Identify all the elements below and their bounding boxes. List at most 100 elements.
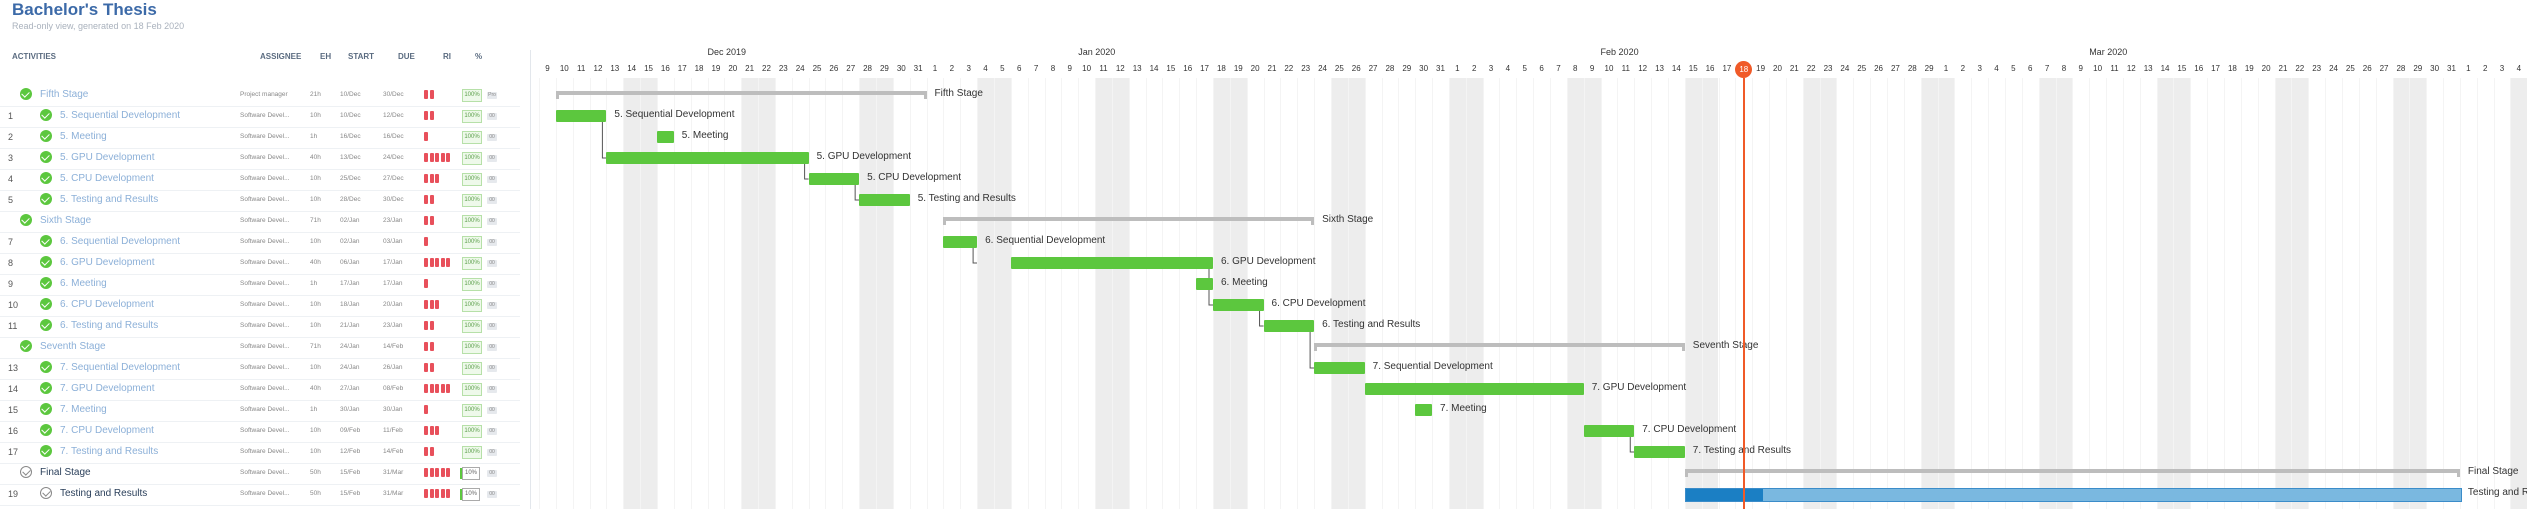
check-circle-icon[interactable] [20,466,32,478]
check-circle-icon[interactable] [40,109,52,121]
summary-bar[interactable] [1314,343,1685,351]
activity-name[interactable]: Testing and Results [60,488,148,499]
task-bar[interactable] [943,236,978,248]
activity-name[interactable]: 6. GPU Development [60,257,155,268]
check-circle-icon[interactable] [40,424,52,436]
activity-name[interactable]: 6. Meeting [60,278,107,289]
activity-name[interactable]: 5. Testing and Results [60,194,159,205]
activity-name[interactable]: Sixth Stage [40,215,92,226]
comment-icon[interactable]: 00 [487,155,497,162]
task-bar[interactable] [1583,425,1635,437]
comment-icon[interactable]: 00 [487,428,497,435]
comment-icon[interactable]: 00 [487,449,497,456]
col-percent[interactable]: % [475,52,483,61]
col-eh[interactable]: EH [320,52,332,61]
col-start[interactable]: START [348,52,375,61]
task-bar-in-progress[interactable] [1684,488,2462,502]
task-bar[interactable] [1010,257,1213,269]
check-circle-icon[interactable] [40,130,52,142]
task-bar[interactable] [1364,383,1584,395]
task-bar[interactable] [808,173,860,185]
task-bar[interactable] [656,131,674,143]
comment-icon[interactable]: 00 [487,302,497,309]
task-bar[interactable] [1196,278,1213,290]
activity-name[interactable]: 5. Meeting [60,131,107,142]
comment-icon[interactable]: 00 [487,113,497,120]
comment-icon[interactable]: 00 [487,491,497,498]
activity-name[interactable]: Fifth Stage [40,89,89,100]
comment-icon[interactable]: 00 [487,470,497,477]
comment-icon[interactable]: 00 [487,260,497,267]
task-bar[interactable] [1213,299,1264,311]
activity-name[interactable]: 6. Sequential Development [60,236,181,247]
check-circle-icon[interactable] [20,88,32,100]
col-due[interactable]: DUE [398,52,415,61]
comment-icon[interactable]: 00 [487,323,497,330]
check-circle-icon[interactable] [20,214,32,226]
check-circle-icon[interactable] [40,487,52,499]
comment-icon[interactable]: 00 [487,197,497,204]
check-circle-icon[interactable] [40,172,52,184]
col-assignee[interactable]: ASSIGNEE [260,52,302,61]
comment-icon[interactable]: 00 [487,239,497,246]
check-circle-icon[interactable] [40,319,52,331]
task-bar[interactable] [1634,446,1685,458]
task-bar[interactable] [1415,404,1433,416]
check-circle-icon[interactable] [40,235,52,247]
comment-icon[interactable]: 00 [487,386,497,393]
activity-name[interactable]: 7. Sequential Development [60,362,181,373]
check-circle-icon[interactable] [40,445,52,457]
check-circle-icon[interactable] [40,382,52,394]
activity-name[interactable]: 6. Testing and Results [60,320,159,331]
task-bar[interactable] [606,152,809,164]
activity-name[interactable]: 7. Testing and Results [60,446,159,457]
comment-icon[interactable]: 00 [487,134,497,141]
summary-bar[interactable] [943,217,1315,225]
comment-icon[interactable]: Pro [487,92,497,99]
activity-name[interactable]: 7. Meeting [60,404,107,415]
comment-icon[interactable]: 00 [487,365,497,372]
comment-icon[interactable]: 00 [487,344,497,351]
comment-icon[interactable]: 00 [487,176,497,183]
activity-name[interactable]: 5. GPU Development [60,152,155,163]
col-ri[interactable]: RI [443,52,451,61]
comment-icon[interactable]: 00 [487,407,497,414]
activity-name[interactable]: 5. Sequential Development [60,110,181,121]
activity-name[interactable]: Seventh Stage [40,341,106,352]
activity-name[interactable]: 5. CPU Development [60,173,154,184]
check-circle-icon[interactable] [40,403,52,415]
activity-name[interactable]: Final Stage [40,467,91,478]
task-bar[interactable] [859,194,910,206]
check-circle-icon[interactable] [40,277,52,289]
activity-name[interactable]: 7. GPU Development [60,383,155,394]
check-circle-icon[interactable] [40,298,52,310]
summary-bar[interactable] [1684,469,2460,477]
summary-bar[interactable] [555,91,927,99]
comment-icon[interactable]: 00 [487,218,497,225]
check-circle-icon[interactable] [20,340,32,352]
check-circle-icon[interactable] [40,193,52,205]
check-circle-icon[interactable] [40,256,52,268]
task-bar[interactable] [555,110,607,122]
task-bar[interactable] [1314,362,1365,374]
activity-name[interactable]: 7. CPU Development [60,425,154,436]
activity-name[interactable]: 6. CPU Development [60,299,154,310]
